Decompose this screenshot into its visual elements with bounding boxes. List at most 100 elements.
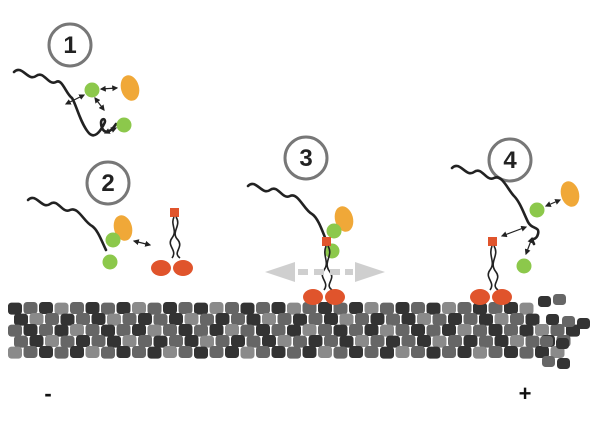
tubulin-subunit bbox=[240, 302, 255, 315]
tubulin-subunit bbox=[525, 313, 540, 326]
tubulin-subunit bbox=[542, 356, 555, 367]
step-1-label: 1 bbox=[63, 32, 76, 59]
tubulin-subunit bbox=[432, 335, 447, 348]
tubulin-subunit bbox=[302, 346, 317, 358]
tubulin-subunit bbox=[147, 302, 162, 315]
tubulin-subunit bbox=[138, 335, 152, 347]
tubulin-subunit bbox=[271, 346, 286, 358]
tubulin-subunit bbox=[349, 346, 363, 358]
green-domain bbox=[105, 232, 121, 248]
tubulin-subunit bbox=[426, 346, 441, 359]
tubulin-subunit bbox=[519, 324, 534, 337]
tubulin-subunit bbox=[8, 324, 22, 337]
tubulin-subunit bbox=[535, 346, 549, 358]
tubulin-subunit bbox=[411, 302, 425, 314]
tubulin-subunit bbox=[339, 335, 354, 348]
tether-strand bbox=[26, 196, 108, 252]
motor-head bbox=[151, 260, 171, 276]
tubulin-subunit bbox=[538, 296, 551, 307]
tubulin-subunit bbox=[200, 335, 214, 348]
motor-head bbox=[173, 260, 193, 276]
tubulin-subunit bbox=[519, 302, 534, 315]
tubulin-subunit bbox=[473, 302, 487, 315]
tubulin-subunit bbox=[70, 302, 84, 314]
motor-tail bbox=[170, 208, 179, 217]
tubulin-subunit bbox=[70, 324, 84, 336]
tubulin-subunit bbox=[256, 346, 270, 358]
tubulin-subunit bbox=[29, 335, 44, 347]
interaction-arrow bbox=[544, 199, 562, 207]
tubulin-subunit bbox=[178, 346, 193, 358]
tubulin-subunit bbox=[184, 313, 199, 325]
tubulin-subunit bbox=[231, 335, 245, 347]
tubulin-subunit bbox=[70, 346, 84, 358]
tubulin-subunit bbox=[411, 324, 425, 336]
tubulin-subunit bbox=[448, 335, 462, 347]
tubulin-subunit bbox=[504, 324, 518, 336]
step-4-badge: 4 bbox=[487, 137, 533, 183]
panel-1-autoinhibited bbox=[12, 68, 140, 137]
tubulin-subunit bbox=[184, 335, 199, 347]
tubulin-subunit bbox=[370, 313, 385, 325]
tubulin-subunit bbox=[138, 313, 152, 325]
tubulin-subunit bbox=[333, 346, 348, 359]
tubulin-subunit bbox=[122, 313, 137, 325]
tubulin-subunit bbox=[39, 302, 53, 314]
tubulin-subunit bbox=[147, 324, 162, 337]
tubulin-subunit bbox=[556, 338, 569, 349]
tubulin-subunit bbox=[473, 346, 487, 359]
tubulin-subunit bbox=[395, 302, 410, 314]
tubulin-subunit bbox=[256, 324, 270, 336]
tubulin-subunit bbox=[76, 335, 90, 347]
motor-head bbox=[325, 289, 345, 305]
interaction-arrow bbox=[132, 239, 152, 247]
motor-stalk bbox=[487, 245, 499, 291]
tubulin-subunit bbox=[209, 346, 224, 358]
microtubule bbox=[8, 294, 590, 369]
tubulin-subunit bbox=[426, 324, 441, 337]
tubulin-subunit bbox=[23, 346, 38, 358]
tubulin-subunit bbox=[432, 313, 447, 326]
tubulin-subunit bbox=[54, 302, 69, 315]
tubulin-subunit bbox=[14, 313, 28, 326]
tubulin-subunit bbox=[370, 335, 385, 347]
tubulin-subunit bbox=[411, 346, 425, 358]
motor-head bbox=[303, 289, 323, 305]
tubulin-subunit bbox=[401, 313, 416, 325]
tubulin-subunit bbox=[231, 313, 245, 325]
tubulin-subunit bbox=[256, 302, 270, 314]
tubulin-subunit bbox=[364, 346, 379, 358]
green-domain bbox=[84, 82, 100, 98]
tubulin-subunit bbox=[101, 346, 115, 359]
tubulin-subunit bbox=[349, 324, 363, 336]
tubulin-subunit bbox=[45, 335, 59, 347]
tubulin-subunit bbox=[318, 346, 332, 358]
kinesin-motor bbox=[151, 208, 193, 276]
tubulin-subunit bbox=[510, 335, 524, 347]
motor-stalk bbox=[169, 216, 181, 259]
tubulin-subunit bbox=[386, 335, 400, 348]
tubulin-subunit bbox=[262, 335, 276, 347]
motor-tail bbox=[322, 237, 331, 246]
tubulin-subunit bbox=[293, 313, 307, 326]
tubulin-subunit bbox=[463, 335, 478, 347]
tubulin-subunit bbox=[448, 313, 462, 325]
tubulin-subunit bbox=[473, 324, 487, 337]
tubulin-subunit bbox=[349, 302, 363, 314]
tubulin-subunit bbox=[225, 302, 239, 314]
diffusion-arrow bbox=[265, 262, 385, 282]
tubulin-subunit bbox=[457, 346, 472, 358]
step-2-label: 2 bbox=[101, 170, 114, 197]
tubulin-subunit bbox=[318, 302, 332, 314]
minus-end-label: - bbox=[44, 381, 51, 406]
tubulin-subunit bbox=[364, 324, 379, 336]
tubulin-subunit bbox=[39, 346, 53, 358]
tubulin-subunit bbox=[60, 335, 75, 348]
tubulin-subunit bbox=[29, 313, 44, 325]
interaction-arrow bbox=[99, 85, 119, 92]
orange-domain bbox=[334, 206, 354, 232]
tubulin-subunit bbox=[169, 335, 183, 347]
step-3-label: 3 bbox=[299, 145, 312, 172]
tubulin-subunit bbox=[380, 346, 394, 359]
tubulin-subunit bbox=[324, 313, 338, 325]
